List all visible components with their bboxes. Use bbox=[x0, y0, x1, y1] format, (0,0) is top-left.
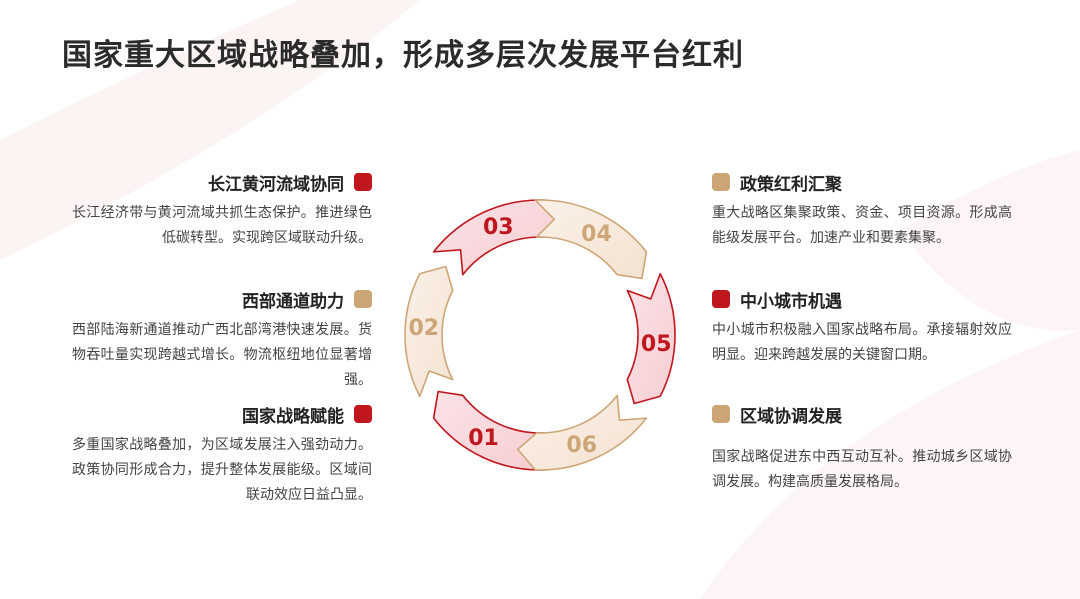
item-left-2: 西部通道助力 西部陆海新通道推动广西北部湾港快速发展。货物吞吐量实现跨越式增长。… bbox=[72, 286, 372, 393]
square-marker-icon bbox=[712, 173, 730, 191]
item-left-1: 长江黄河流域协同 长江经济带与黄河流域共抓生态保护。推进绿色低碳转型。实现跨区域… bbox=[72, 169, 372, 251]
item-heading-row: 中小城市机遇 bbox=[712, 286, 1012, 312]
cycle-segment-05 bbox=[626, 272, 676, 405]
cycle-segment-label: 02 bbox=[408, 316, 439, 341]
square-marker-icon bbox=[354, 173, 372, 191]
item-description: 中小城市积极融入国家战略布局。承接辐射效应明显。迎来跨越发展的关键窗口期。 bbox=[712, 322, 1012, 363]
item-heading-row: 国家战略赋能 bbox=[72, 401, 372, 427]
item-heading-row: 区域协调发展 bbox=[712, 401, 1012, 427]
item-heading-row: 政策红利汇聚 bbox=[712, 169, 1012, 195]
item-heading: 区域协调发展 bbox=[740, 406, 842, 427]
cycle-segment-label: 04 bbox=[581, 222, 612, 247]
item-right-1: 政策红利汇聚 重大战略区集聚政策、资金、项目资源。形成高能级发展平台。加速产业和… bbox=[712, 169, 1012, 251]
cycle-segment-04 bbox=[534, 199, 648, 280]
cycle-segment-02 bbox=[404, 265, 454, 398]
item-heading-row: 西部通道助力 bbox=[72, 286, 372, 312]
item-heading: 国家战略赋能 bbox=[242, 406, 344, 427]
cycle-segment-label: 06 bbox=[566, 433, 597, 458]
cycle-segment-01 bbox=[432, 390, 546, 471]
item-heading: 西部通道助力 bbox=[242, 291, 344, 312]
item-description: 国家战略促进东中西互动互补。推动城乡区域协调发展。构建高质量发展格局。 bbox=[712, 449, 1012, 490]
cycle-segment-label: 03 bbox=[483, 215, 514, 240]
item-heading: 中小城市机遇 bbox=[740, 291, 842, 312]
item-description: 长江经济带与黄河流域共抓生态保护。推进绿色低碳转型。实现跨区域联动升级。 bbox=[72, 205, 372, 246]
item-left-3: 国家战略赋能 多重国家战略叠加，为区域发展注入强劲动力。政策协同形成合力，提升整… bbox=[72, 401, 372, 508]
item-description: 重大战略区集聚政策、资金、项目资源。形成高能级发展平台。加速产业和要素集聚。 bbox=[712, 205, 1012, 246]
item-heading: 政策红利汇聚 bbox=[740, 174, 842, 195]
item-description: 多重国家战略叠加，为区域发展注入强劲动力。政策协同形成合力，提升整体发展能级。区… bbox=[72, 437, 372, 503]
item-heading: 长江黄河流域协同 bbox=[208, 174, 344, 195]
item-right-2: 中小城市机遇 中小城市积极融入国家战略布局。承接辐射效应明显。迎来跨越发展的关键… bbox=[712, 286, 1012, 368]
square-marker-icon bbox=[712, 405, 730, 423]
item-description: 西部陆海新通道推动广西北部湾港快速发展。货物吞吐量实现跨越式增长。物流枢纽地位显… bbox=[72, 322, 372, 388]
cycle-segment-06 bbox=[516, 394, 648, 471]
cycle-segment-label: 01 bbox=[468, 426, 499, 451]
square-marker-icon bbox=[712, 290, 730, 308]
square-marker-icon bbox=[354, 405, 372, 423]
cycle-segment-label: 05 bbox=[641, 332, 672, 357]
page-title: 国家重大区域战略叠加，形成多层次发展平台红利 bbox=[62, 38, 744, 73]
item-heading-row: 长江黄河流域协同 bbox=[72, 169, 372, 195]
cycle-diagram: 01 02 03 04 05 06 bbox=[404, 199, 676, 471]
square-marker-icon bbox=[354, 290, 372, 308]
item-right-3: 区域协调发展 国家战略促进东中西互动互补。推动城乡区域协调发展。构建高质量发展格… bbox=[712, 401, 1012, 495]
